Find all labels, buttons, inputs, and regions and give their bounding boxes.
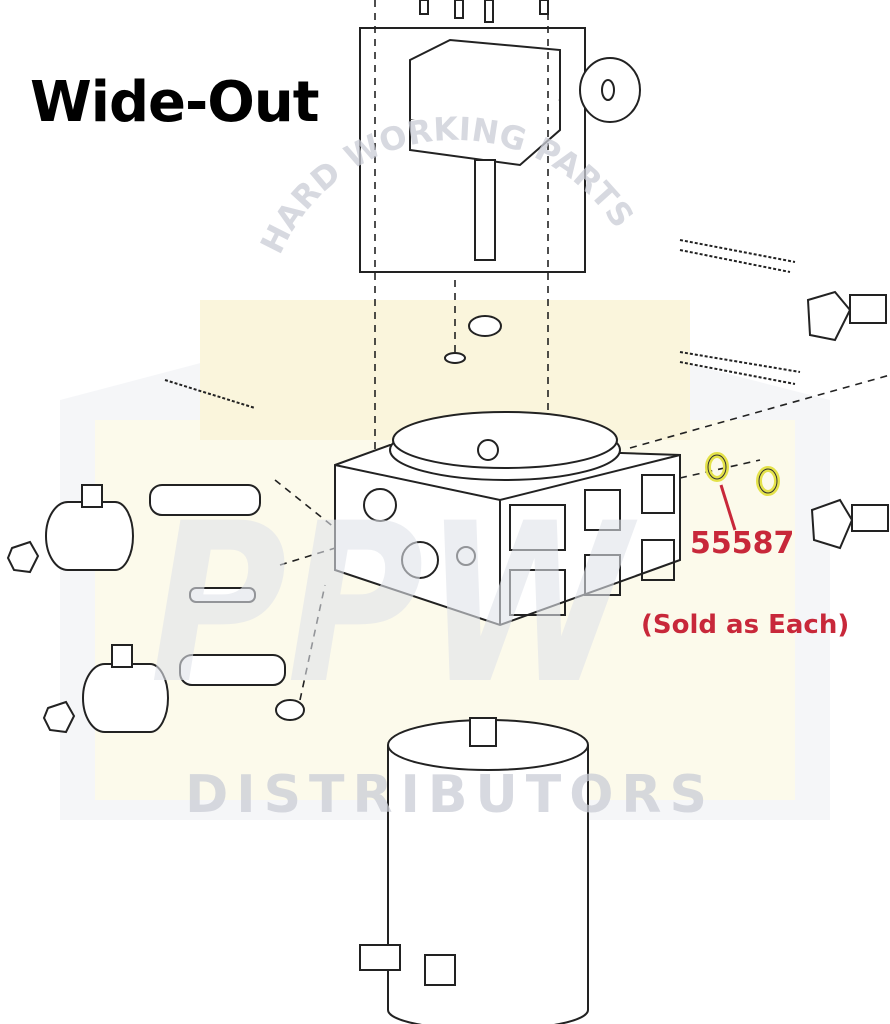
manifold-block	[334, 411, 681, 627]
pump-assembly	[359, 0, 641, 273]
motor	[359, 717, 589, 1024]
o-ring-55587	[705, 452, 780, 531]
solenoid-valves	[6, 484, 305, 734]
cartridge-valves	[164, 239, 889, 550]
guide-lines	[274, 0, 890, 701]
seal	[468, 315, 502, 337]
diagram-title: Wide-Out	[30, 70, 320, 135]
part-number-label: 55587	[690, 526, 795, 561]
sold-as-note: (Sold as Each)	[641, 610, 850, 640]
callout-leader-line	[719, 484, 737, 531]
retaining-ring	[444, 352, 466, 364]
